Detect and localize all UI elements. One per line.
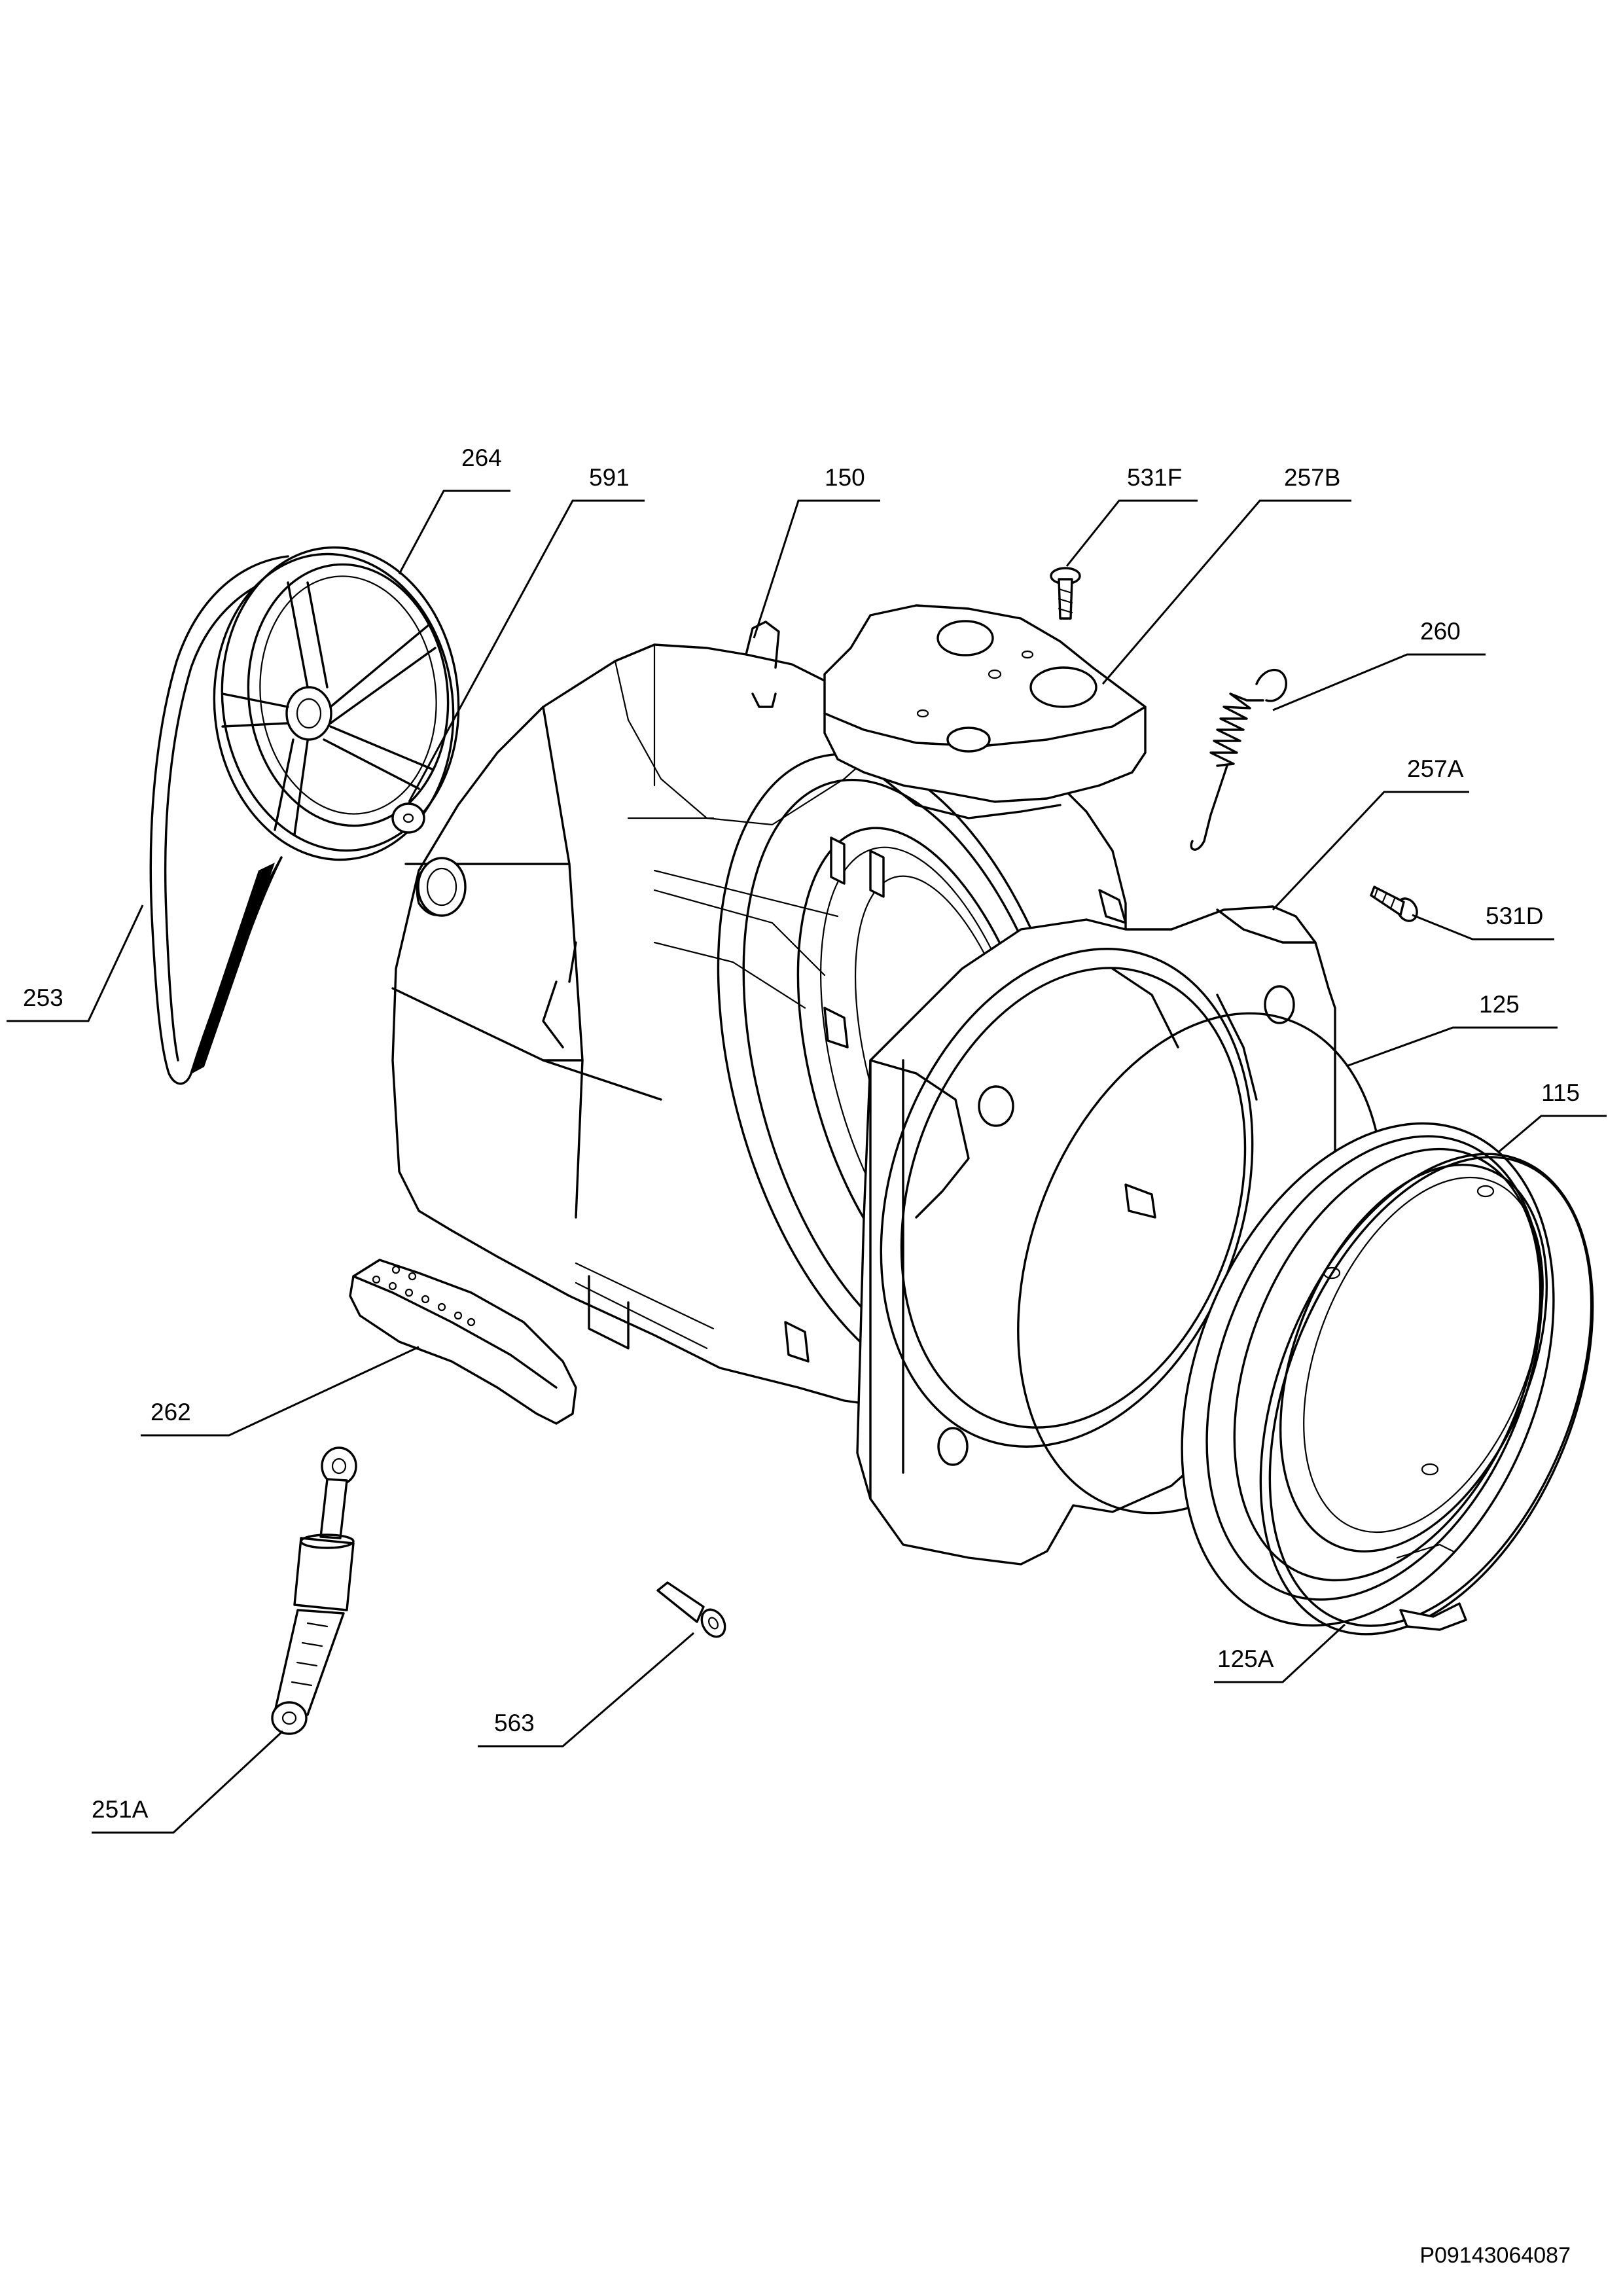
leader-264 (398, 490, 510, 575)
part-125A-clamp-band (1259, 1153, 1594, 1636)
leader-262 (141, 1346, 419, 1437)
callout-257A: 257A (1407, 755, 1464, 782)
leader-531D (1412, 914, 1554, 941)
callout-531F: 531F (1127, 464, 1182, 491)
document-code: P09143064087 (1419, 2243, 1571, 2268)
leader-257B (1101, 499, 1351, 685)
leader-253 (7, 905, 144, 1022)
leader-260 (1272, 653, 1486, 711)
part-264-pulley (213, 546, 460, 861)
callout-labels: 264 591 150 531F 257B 260 257A 531D 253 … (23, 444, 1580, 1823)
leader-563 (478, 1632, 694, 1748)
part-253-drive-belt (149, 555, 302, 1085)
callout-260: 260 (1420, 618, 1461, 645)
part-531F-screw (1050, 567, 1081, 620)
callout-115: 115 (1541, 1079, 1580, 1106)
callout-264: 264 (461, 444, 502, 471)
part-262-paddle (349, 1259, 577, 1425)
part-563-pin (656, 1581, 726, 1638)
part-591-washer (391, 802, 425, 834)
leader-251A (92, 1730, 284, 1834)
callout-257B: 257B (1284, 464, 1340, 491)
callout-563: 563 (494, 1710, 535, 1736)
callout-125A: 125A (1217, 1645, 1274, 1672)
leader-125 (1347, 1026, 1558, 1067)
callout-125: 125 (1479, 991, 1520, 1018)
callout-531D: 531D (1486, 903, 1543, 929)
part-257B-counterweight-top (823, 604, 1147, 819)
callout-262: 262 (151, 1399, 191, 1426)
callout-251A: 251A (92, 1796, 149, 1823)
part-260-spring (1190, 669, 1287, 851)
leader-115 (1498, 1115, 1607, 1153)
part-251A-shock-absorber (271, 1446, 357, 1735)
leader-150 (753, 499, 880, 639)
leader-531F (1065, 499, 1198, 567)
leader-591 (408, 499, 645, 802)
leader-257A (1272, 791, 1469, 911)
callout-591: 591 (589, 464, 630, 491)
callout-253: 253 (23, 984, 63, 1011)
callout-150: 150 (825, 464, 865, 491)
leader-lines (7, 490, 1607, 1834)
leader-125A (1214, 1623, 1346, 1683)
part-531D-screw (1370, 886, 1418, 922)
part-115-door-seal (1181, 1122, 1555, 1627)
